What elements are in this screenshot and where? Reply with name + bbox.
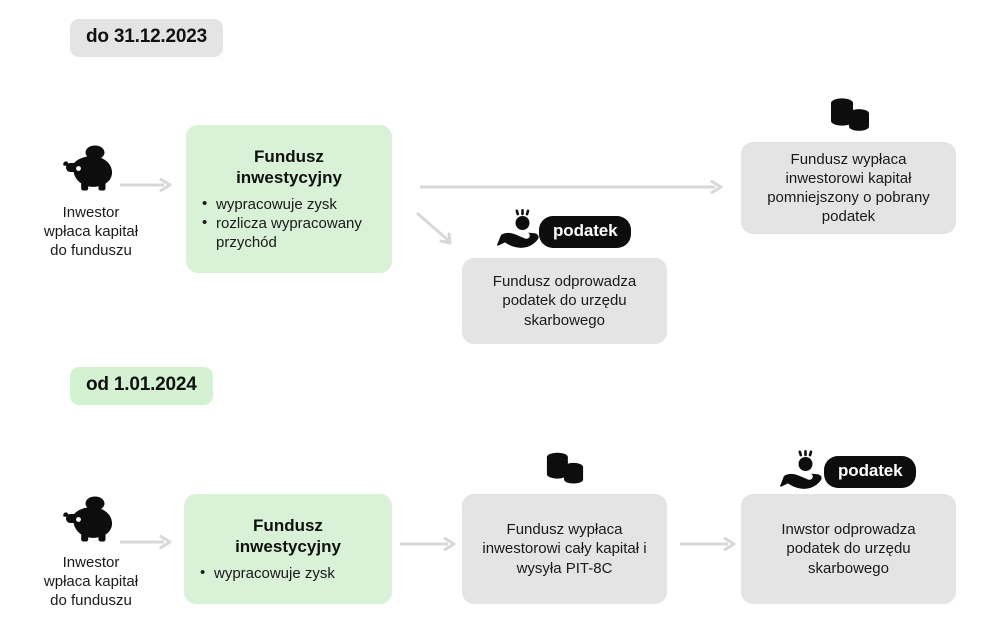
fund-card-from-2024: Fundusz inwestycyjny wypracowuje zysk — [184, 494, 392, 604]
period-badge-label: do 31.12.2023 — [70, 19, 223, 57]
arrow-investor-to-fund-from-2024 — [120, 535, 174, 549]
coins-icon — [545, 452, 585, 485]
arrow-payout-to-tax-from-2024 — [680, 537, 738, 551]
tax-card-before-2024: Fundusz odprowadza podatek do urzędu ska… — [462, 258, 667, 344]
fund-card-before-2024: Fundusz inwestycyjny wypracowuje zysk ro… — [186, 125, 392, 273]
fund-card-title-line1: Fundusz — [253, 516, 323, 536]
fund-card-title-line1: Fundusz — [254, 147, 324, 167]
arrow-investor-to-fund-before-2024 — [120, 178, 174, 192]
tax-hand-icon — [780, 450, 824, 490]
coins-icon — [829, 98, 871, 132]
tax-hand-icon — [497, 209, 541, 249]
arrow-fund-to-payout-from-2024 — [400, 537, 458, 551]
tax-card-text: Fundusz odprowadza podatek do urzędu ska… — [492, 273, 637, 329]
tax-pill-from-2024: podatek — [824, 456, 917, 488]
fund-card-bullets: wypracowuje zysk — [184, 563, 392, 583]
fund-card-title-line2: inwestycyjny — [235, 537, 341, 557]
fund-bullet: rozlicza wypracowany przychód — [202, 213, 392, 252]
tax-pill-before-2024: podatek — [539, 216, 632, 248]
arrow-fund-to-payout-before-2024 — [420, 180, 725, 194]
payout-card-text: Fundusz wypłaca inwestorowi kapitał pomn… — [767, 150, 930, 226]
payout-card-text: Fundusz wypłaca inwestorowi cały kapitał… — [482, 521, 647, 577]
arrow-fund-to-tax-before-2024 — [416, 212, 458, 248]
period-badge-label: od 1.01.2024 — [70, 367, 213, 405]
period-badge-from-2024: od 1.01.2024 — [70, 367, 213, 405]
fund-bullet: wypracowuje zysk — [200, 563, 392, 583]
fund-card-bullets: wypracowuje zysk rozlicza wypracowany pr… — [186, 194, 392, 252]
payout-card-from-2024: Fundusz wypłaca inwestorowi cały kapitał… — [462, 494, 667, 604]
piggy-bank-icon — [62, 496, 118, 542]
fund-card-title-line2: inwestycyjny — [236, 168, 342, 188]
piggy-bank-icon — [62, 145, 118, 191]
investor-caption-before-2024: Inwestor wpłaca kapitał do funduszu — [43, 204, 139, 260]
investor-caption-from-2024: Inwestor wpłaca kapitał do funduszu — [43, 554, 139, 610]
payout-card-before-2024: Fundusz wypłaca inwestorowi kapitał pomn… — [741, 142, 956, 234]
fund-card-title: Fundusz inwestycyjny — [186, 146, 392, 189]
tax-pill-label: podatek — [539, 216, 632, 248]
fund-card-title: Fundusz inwestycyjny — [184, 515, 392, 558]
tax-card-from-2024: Inwstor odprowadza podatek do urzędu ska… — [741, 494, 956, 604]
period-badge-before-2024: do 31.12.2023 — [70, 19, 223, 57]
fund-bullet: wypracowuje zysk — [202, 194, 392, 214]
tax-card-text: Inwstor odprowadza podatek do urzędu ska… — [781, 521, 916, 577]
tax-pill-label: podatek — [824, 456, 917, 488]
